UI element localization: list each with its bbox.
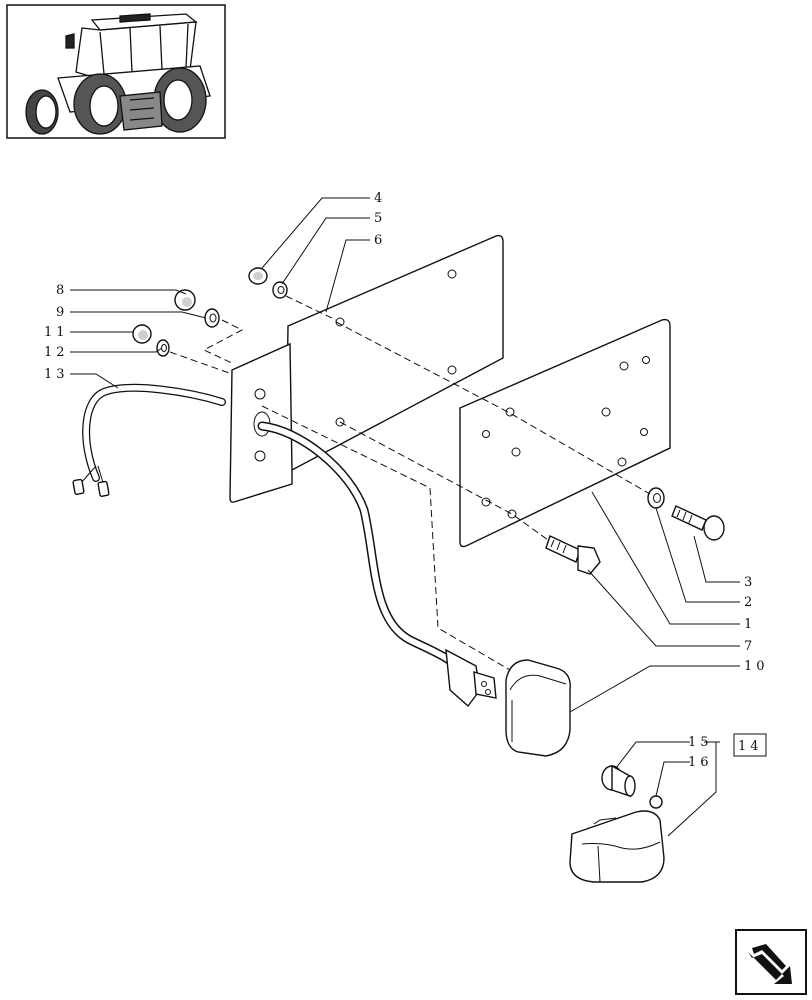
bulb-16	[649, 795, 663, 809]
callout-16: 16	[688, 755, 713, 770]
washer-9	[204, 308, 220, 328]
callout-15: 15	[688, 735, 713, 750]
callout-13: 13	[44, 367, 69, 382]
callout-5: 5	[374, 211, 386, 226]
lamp-holder-15	[601, 764, 636, 797]
nut-8	[174, 289, 196, 311]
callout-1: 1	[744, 617, 756, 632]
next-page-button[interactable]	[735, 929, 807, 995]
callout-11: 11	[44, 325, 69, 340]
nut-4	[248, 267, 268, 285]
callout-8: 8	[56, 283, 68, 298]
callout-14: 14	[738, 739, 763, 754]
tractor-rear-thumbnail-icon	[25, 13, 211, 135]
callout-9: 9	[56, 305, 68, 320]
callout-2: 2	[744, 595, 756, 610]
nut-11	[132, 324, 152, 344]
next-page-arrow-icon	[748, 944, 792, 984]
washer-12	[156, 339, 170, 357]
leader-lines	[70, 197, 740, 837]
callout-3: 3	[744, 575, 756, 590]
kit-box	[733, 733, 767, 757]
license-plate-lamp	[505, 659, 571, 757]
callout-labels: 4 5 6 8 9 11 12 13 3 2 1 7 10 15 16 14	[44, 191, 769, 770]
callout-4: 4	[374, 191, 386, 206]
callout-6: 6	[374, 233, 386, 248]
bolt-3	[671, 505, 725, 541]
callout-12: 12	[44, 345, 69, 360]
lamp-housing	[569, 810, 665, 883]
washer-2	[647, 487, 665, 509]
washer-5	[272, 281, 288, 299]
bolt-7	[545, 535, 601, 575]
callout-10: 10	[744, 659, 769, 674]
license-plate	[459, 318, 671, 548]
callout-7: 7	[744, 639, 756, 654]
tractor-thumbnail	[6, 4, 226, 139]
wiring-harness	[72, 383, 497, 708]
assembly-lines	[169, 295, 651, 671]
